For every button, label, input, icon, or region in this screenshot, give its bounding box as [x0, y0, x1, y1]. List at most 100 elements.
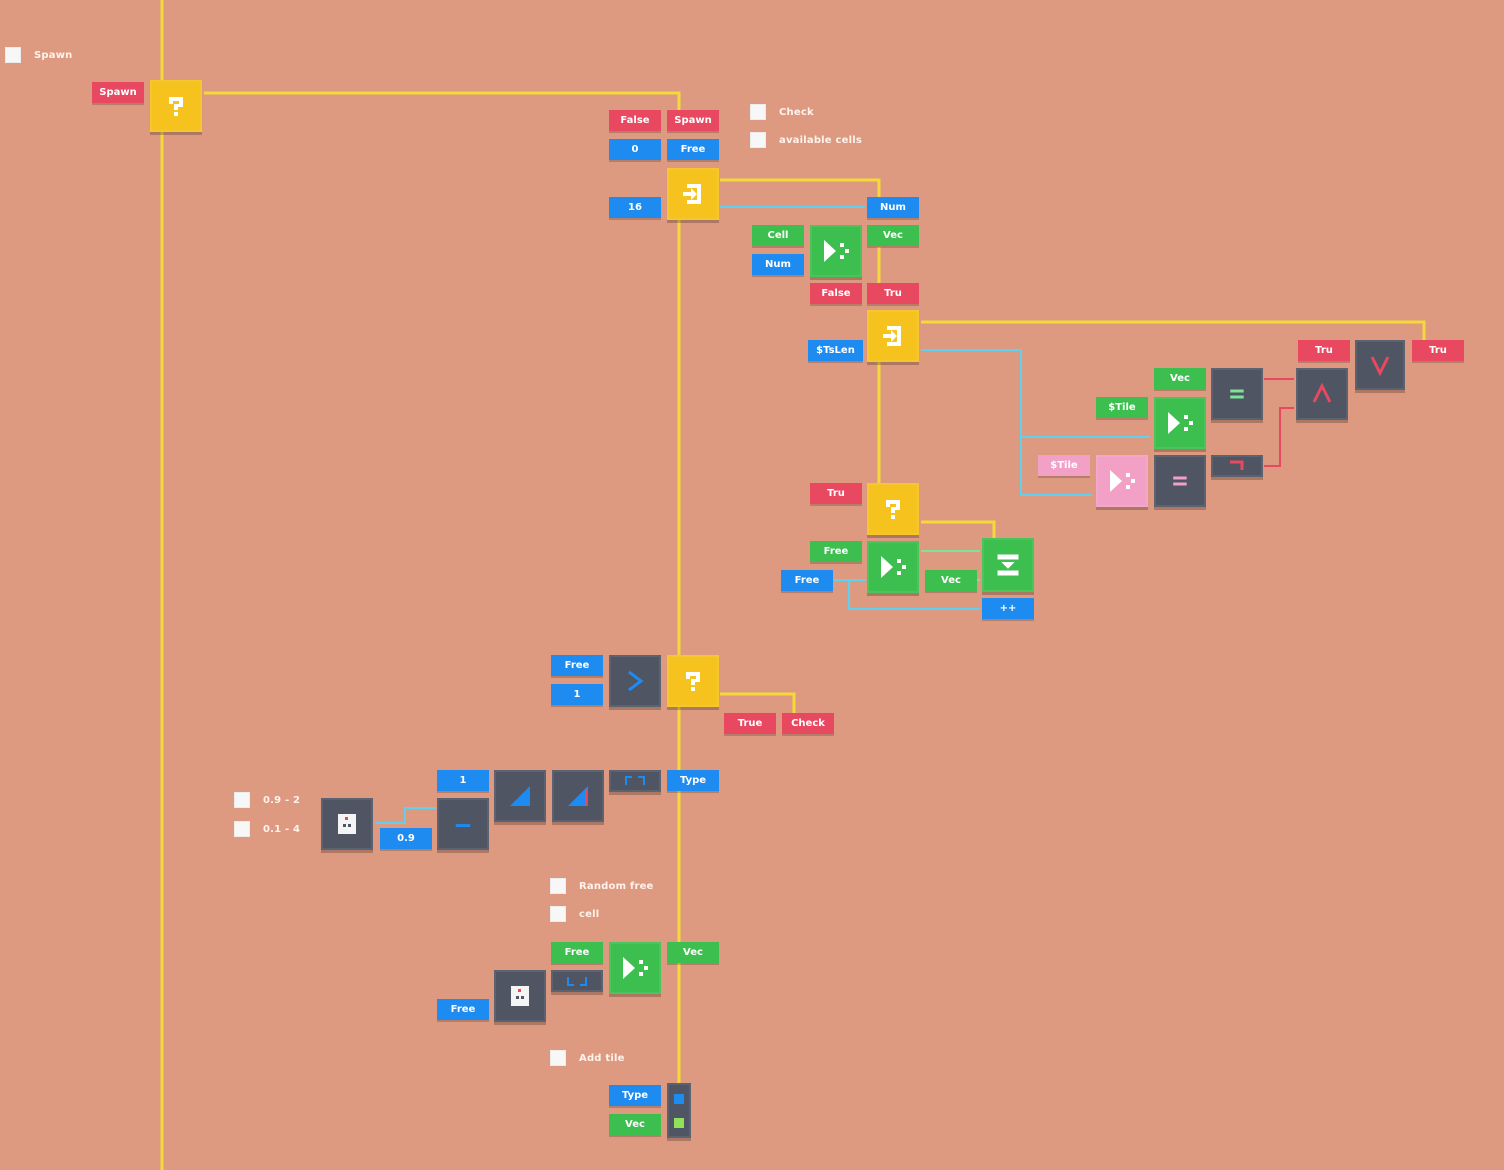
- subtract-block[interactable]: —: [437, 798, 489, 850]
- var-vec[interactable]: Vec: [925, 570, 977, 591]
- comment-checkbox[interactable]: [235, 822, 249, 836]
- var-false[interactable]: False: [810, 283, 862, 304]
- equals-block[interactable]: =: [1211, 368, 1263, 420]
- equals-icon: =: [1172, 466, 1188, 496]
- var-type[interactable]: Type: [609, 1085, 661, 1106]
- loop-icon: [683, 184, 701, 204]
- ceil-icon: [625, 776, 645, 785]
- if-block[interactable]: [867, 483, 919, 535]
- var-vec[interactable]: Vec: [609, 1114, 661, 1135]
- insert-block[interactable]: [982, 538, 1034, 592]
- comment-checkbox[interactable]: [551, 907, 565, 921]
- var-0.9[interactable]: 0.9: [380, 828, 432, 849]
- if-block[interactable]: [667, 655, 719, 707]
- var-free[interactable]: Free: [551, 942, 603, 963]
- or-icon: [1370, 356, 1390, 377]
- comment-checkbox[interactable]: [235, 793, 249, 807]
- random-block[interactable]: [494, 970, 546, 1022]
- loop-block[interactable]: [867, 310, 919, 362]
- or-block[interactable]: [1355, 340, 1405, 390]
- var-vec[interactable]: Vec: [867, 225, 919, 246]
- comment-text: 0.9 - 2: [263, 794, 301, 806]
- comment-cell[interactable]: cell: [551, 907, 599, 921]
- dice-icon: [511, 986, 529, 1006]
- and-icon: [1312, 382, 1332, 403]
- var-spawn[interactable]: Spawn: [92, 82, 144, 103]
- var-tru[interactable]: Tru: [810, 483, 862, 504]
- var-free[interactable]: Free: [437, 999, 489, 1020]
- comment-checkbox[interactable]: [751, 133, 765, 147]
- var-tslen[interactable]: $TsLen: [808, 340, 863, 361]
- loop-icon: [883, 326, 901, 346]
- if-block[interactable]: [150, 80, 202, 132]
- floor-icon: [567, 977, 587, 986]
- var-vec[interactable]: Vec: [667, 942, 719, 963]
- comment-text: cell: [579, 908, 600, 920]
- not-block[interactable]: [1211, 455, 1263, 477]
- random-block[interactable]: [321, 798, 373, 850]
- minus-icon: —: [455, 810, 471, 838]
- get-block[interactable]: [810, 225, 862, 277]
- comment-random-free[interactable]: Random free: [551, 879, 654, 893]
- get-block[interactable]: [609, 942, 661, 994]
- var-one[interactable]: 1: [551, 684, 603, 705]
- comment-checkbox[interactable]: [6, 48, 20, 62]
- var-free[interactable]: Free: [810, 541, 862, 562]
- and-block[interactable]: [1296, 368, 1348, 420]
- comment-text: Add tile: [579, 1052, 625, 1064]
- list-get-icon: [824, 240, 849, 262]
- increment-block[interactable]: ++: [982, 598, 1034, 619]
- type-socket-icon: [674, 1093, 684, 1104]
- question-icon: [686, 672, 700, 691]
- var-free[interactable]: Free: [781, 570, 833, 591]
- pow-block[interactable]: [552, 770, 604, 822]
- var-free[interactable]: Free: [667, 139, 719, 160]
- exec-wire-loop1-body: [720, 178, 881, 197]
- comment-spawn[interactable]: Spawn: [6, 48, 72, 62]
- comment-available-cells[interactable]: available cells: [751, 133, 862, 147]
- add-tile-block[interactable]: [667, 1083, 691, 1138]
- comment-add-tile[interactable]: Add tile: [551, 1051, 625, 1065]
- var-tile[interactable]: $Tile: [1038, 455, 1090, 476]
- comment-checkbox[interactable]: [751, 105, 765, 119]
- var-check[interactable]: Check: [782, 713, 834, 734]
- comment-text: 0.1 - 4: [263, 823, 301, 835]
- var-spawn-set[interactable]: Spawn: [667, 110, 719, 131]
- equals-block[interactable]: =: [1154, 455, 1206, 507]
- comment-checkbox[interactable]: [551, 879, 565, 893]
- var-cell[interactable]: Cell: [752, 225, 804, 246]
- var-false[interactable]: False: [609, 110, 661, 131]
- var-vec[interactable]: Vec: [1154, 368, 1206, 389]
- var-zero[interactable]: 0: [609, 139, 661, 160]
- var-num[interactable]: Num: [867, 197, 919, 218]
- floor-block[interactable]: [551, 970, 603, 992]
- get-block[interactable]: [1154, 397, 1206, 449]
- exec-wire-spawn-branch: [204, 91, 681, 110]
- var-free[interactable]: Free: [551, 655, 603, 676]
- ramp-icon: [510, 786, 530, 806]
- not-icon: [1230, 460, 1244, 470]
- var-true[interactable]: True: [724, 713, 776, 734]
- question-icon: [886, 500, 900, 519]
- var-tru[interactable]: Tru: [867, 283, 919, 304]
- pow-block[interactable]: [494, 770, 546, 822]
- round-block[interactable]: [609, 770, 661, 792]
- get-block-tile[interactable]: [1096, 455, 1148, 507]
- var-16[interactable]: 16: [609, 197, 661, 218]
- set-block[interactable]: [867, 541, 919, 593]
- var-one[interactable]: 1: [437, 770, 489, 791]
- comment-check[interactable]: Check: [751, 105, 814, 119]
- var-tru[interactable]: Tru: [1298, 340, 1350, 361]
- comment-range-a[interactable]: 0.9 - 2: [235, 793, 300, 807]
- comment-text: Spawn: [34, 49, 73, 61]
- var-tile[interactable]: $Tile: [1096, 397, 1148, 418]
- loop-block[interactable]: [667, 168, 719, 220]
- var-num[interactable]: Num: [752, 254, 804, 275]
- comment-text: available cells: [779, 134, 862, 146]
- var-type[interactable]: Type: [667, 770, 719, 791]
- var-tru[interactable]: Tru: [1412, 340, 1464, 361]
- comment-checkbox[interactable]: [551, 1051, 565, 1065]
- comment-range-b[interactable]: 0.1 - 4: [235, 822, 300, 836]
- greater-than-block[interactable]: [609, 655, 661, 707]
